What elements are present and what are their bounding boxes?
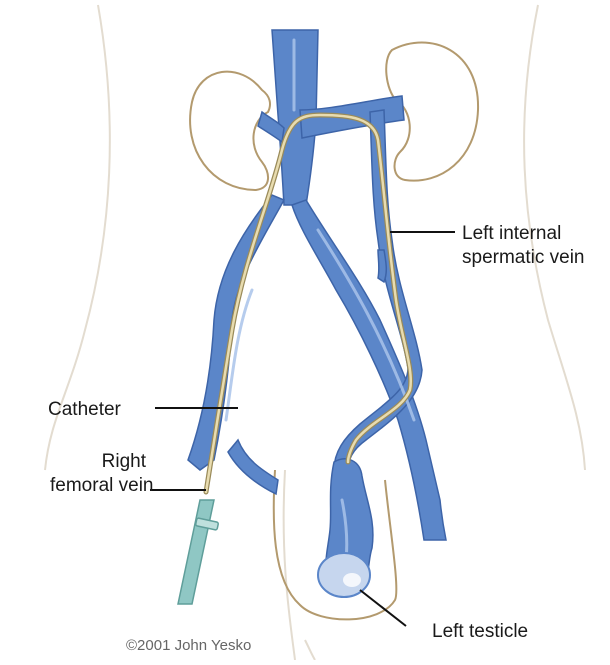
label-right-femoral-vein: Right femoral vein xyxy=(50,450,146,498)
left-testicle-shape xyxy=(318,553,370,597)
label-left-testicle: Left testicle xyxy=(432,620,528,644)
copyright-credit: ©2001 John Yesko xyxy=(126,637,251,654)
label-catheter: Catheter xyxy=(48,398,121,422)
right-kidney xyxy=(190,72,270,190)
introducer-sheath xyxy=(178,500,214,604)
label-left-internal-spermatic-vein: Left internal spermatic vein xyxy=(462,222,585,270)
testicle-highlight xyxy=(343,573,361,587)
label-line: spermatic vein xyxy=(462,246,585,270)
label-line: femoral vein xyxy=(50,474,146,498)
label-line: Left internal xyxy=(462,222,585,246)
label-line: Right xyxy=(50,450,146,474)
leader-testicle xyxy=(360,590,406,626)
